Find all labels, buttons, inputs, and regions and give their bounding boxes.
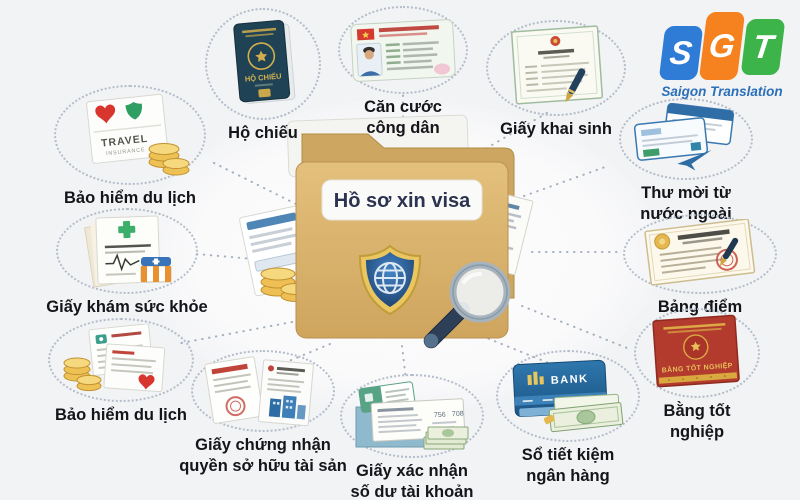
magnifier-icon bbox=[423, 261, 511, 349]
dotted-circle bbox=[619, 98, 753, 180]
banknote-icon bbox=[543, 393, 624, 433]
ecg-line-icon bbox=[105, 253, 140, 272]
svg-text:HỘ CHIẾU: HỘ CHIẾU bbox=[244, 70, 281, 83]
heart-icon bbox=[95, 104, 116, 124]
svg-text:TRAVEL: TRAVEL bbox=[101, 133, 149, 150]
item-transcript: Bảng điểm bbox=[623, 214, 777, 318]
first-aid-kit-icon bbox=[140, 257, 172, 283]
center-title: Hồ sơ xin visa bbox=[334, 190, 471, 212]
dotted-circle bbox=[623, 214, 777, 294]
brand-letter-t: T bbox=[740, 19, 786, 75]
item-passport: HỘ CHIẾU Hộ chiếu bbox=[205, 8, 321, 144]
brand-logo: S G T Saigon Translation bbox=[652, 12, 792, 99]
pen-icon bbox=[565, 68, 586, 103]
property-certificate-icon bbox=[204, 356, 314, 427]
item-label: Bảo hiểm du lịch bbox=[54, 406, 188, 424]
travel-insurance-icon bbox=[63, 324, 166, 393]
brand-letter-s: S bbox=[658, 26, 704, 80]
green-cross-icon bbox=[118, 220, 136, 239]
buildings-icon bbox=[268, 395, 306, 420]
item-birth-certificate: Giấy khai sinh bbox=[486, 20, 626, 140]
svg-text:708: 708 bbox=[452, 411, 464, 419]
balance-statement-icon: 756 708 bbox=[355, 381, 469, 450]
money-stack-icon bbox=[423, 426, 469, 450]
red-stamp-icon bbox=[715, 248, 738, 271]
dotted-circle bbox=[56, 208, 198, 294]
dotted-circle: 756 708 bbox=[340, 374, 484, 458]
heart-icon bbox=[138, 374, 155, 390]
dotted-circle bbox=[191, 350, 335, 432]
green-shield-icon bbox=[125, 102, 143, 120]
passport-icon: HỘ CHIẾU bbox=[233, 19, 296, 104]
brand-subtitle: Saigon Translation bbox=[661, 84, 783, 99]
bank-logo-icon bbox=[527, 371, 544, 386]
airplane-icon bbox=[677, 149, 712, 171]
dotted-circle bbox=[48, 318, 194, 402]
svg-text:756: 756 bbox=[434, 412, 446, 420]
globe-icon bbox=[374, 262, 406, 294]
center-title-plate bbox=[321, 179, 483, 221]
red-stamp-icon bbox=[225, 396, 246, 417]
dotted-circle: BẰNG TỐT NGHIỆP bbox=[634, 308, 760, 398]
dotted-circle: HỘ CHIẾU bbox=[205, 8, 321, 120]
dotted-circle bbox=[486, 20, 626, 116]
dotted-circle: TRAVEL INSURANCE bbox=[54, 85, 206, 185]
diploma-icon: BẰNG TỐT NGHIỆP bbox=[652, 314, 740, 388]
pen-icon bbox=[719, 237, 739, 267]
item-label: Giấy khám sức khỏe bbox=[46, 298, 208, 316]
svg-text:BANK: BANK bbox=[551, 373, 589, 387]
item-travel-insurance-top: TRAVEL INSURANCE Bảo hiểm du lịch bbox=[50, 85, 210, 209]
item-label: Giấy khai sinh bbox=[500, 120, 612, 138]
invitation-letter-icon bbox=[633, 103, 735, 171]
svg-text:INSURANCE: INSURANCE bbox=[106, 147, 146, 157]
visa-folder-illustration: Hồ sơ xin visa bbox=[230, 96, 550, 361]
dotted-circle bbox=[338, 6, 468, 94]
star-emblem-icon bbox=[255, 50, 268, 63]
id-card-icon bbox=[350, 19, 456, 82]
brand-letter-g: G bbox=[698, 12, 746, 80]
stamp-icon bbox=[434, 63, 451, 75]
shield-globe-icon bbox=[358, 244, 422, 316]
coin-stack-icon bbox=[63, 357, 102, 392]
item-label: Hộ chiếu bbox=[228, 124, 298, 142]
item-health-check-certificate: Giấy khám sức khỏe bbox=[46, 208, 208, 318]
bank-book-icon: BANK bbox=[512, 359, 624, 433]
coin-stack-icon bbox=[148, 143, 190, 176]
item-label: Bảo hiểm du lịch bbox=[63, 189, 197, 207]
dotted-circle: BANK bbox=[496, 350, 640, 442]
health-certificate-icon bbox=[84, 215, 172, 288]
travel-insurance-icon: TRAVEL INSURANCE bbox=[86, 93, 190, 176]
birth-certificate-icon bbox=[510, 25, 604, 105]
transcript-icon bbox=[644, 219, 756, 286]
item-travel-insurance-bottom: Bảo hiểm du lịch bbox=[48, 318, 194, 426]
